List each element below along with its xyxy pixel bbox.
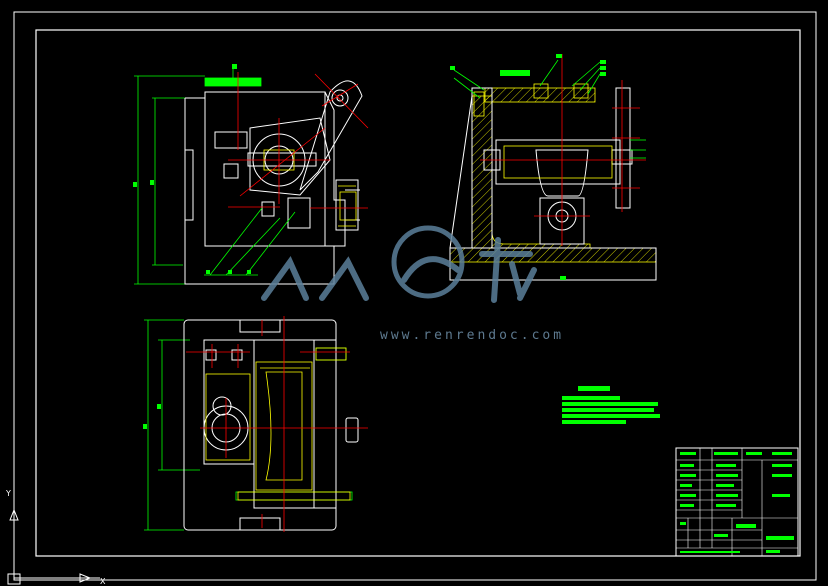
side-view xyxy=(449,54,657,281)
svg-text:X: X xyxy=(100,577,106,586)
front-view-dimensions xyxy=(133,64,262,285)
top-view-center-lines xyxy=(186,316,368,532)
top-view-outline xyxy=(183,319,359,531)
side-view-hidden-lines xyxy=(473,83,613,179)
front-view-leaders xyxy=(204,207,296,276)
top-view-dimensions xyxy=(143,319,353,531)
drawing-frame xyxy=(13,11,817,581)
top-view xyxy=(143,316,368,532)
svg-text:Y: Y xyxy=(5,489,11,498)
front-view-center-lines xyxy=(228,72,369,209)
side-view-leaders xyxy=(450,54,646,280)
watermark-url: www.renrendoc.com xyxy=(380,328,565,343)
top-view-hidden-lines xyxy=(205,347,351,501)
side-view-center-lines xyxy=(480,54,646,246)
front-view-outline xyxy=(184,80,363,285)
side-view-hatched-sections xyxy=(449,87,657,263)
watermark-logo xyxy=(261,225,537,303)
front-view xyxy=(133,64,369,285)
title-block xyxy=(675,447,799,557)
ucs-icon: Y X xyxy=(5,488,106,586)
technical-notes xyxy=(562,386,660,424)
